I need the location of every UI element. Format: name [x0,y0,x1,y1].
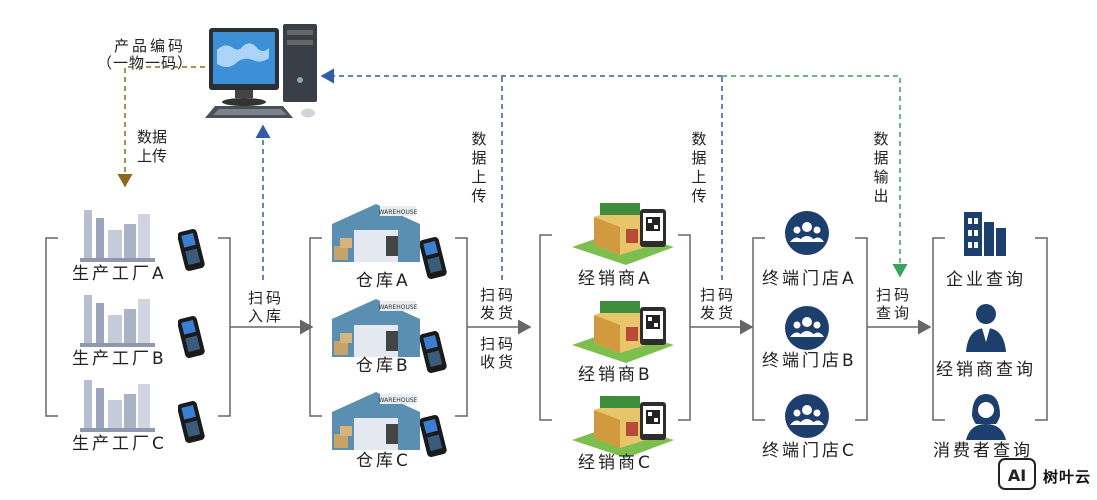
dealer-shop-icon [572,301,674,363]
scanner-icon [420,237,447,279]
factory-icon [80,380,155,432]
dealer-label-a: 经销商A [578,269,653,289]
factory-icon [80,295,155,347]
scan-ship2-label-1: 扫码 [700,286,737,304]
warehouse-sign: WAREHOUSE [379,304,418,311]
businessman-icon [966,304,1006,352]
woman-icon [966,394,1006,440]
query-label-consumer: 消费者查询 [933,441,1033,461]
query-bracket [932,237,1048,421]
warehouse-label-b: 仓库B [356,356,411,376]
scan-query-label-2: 查询 [876,304,913,322]
warehouse-icon: WAREHOUSE [332,204,420,262]
scanner-icon [178,316,205,358]
store-label-a: 终端门店A [762,269,857,289]
dealer-label-c: 经销商C [578,453,653,473]
computer-label-2: （一物一码） [97,54,194,72]
scan-receive-label-1: 扫码 [480,335,517,353]
warehouse-sign: WAREHOUSE [379,397,418,404]
store-label-b: 终端门店B [762,351,857,371]
scan-ship-label-2: 发货 [480,304,517,322]
scan-ship-label-1: 扫码 [480,286,517,304]
dealer-label-b: 经销商B [578,365,653,385]
warehouse-label-a: 仓库A [356,271,411,291]
factory-label-b: 生产工厂B [72,349,167,369]
group-icon [785,394,829,438]
store-label-c: 终端门店C [762,441,857,461]
scan-query-label-1: 扫码 [876,286,913,304]
scanner-icon [420,331,447,373]
upload-right-label: 数据上传 [691,130,707,205]
warehouse-sign: WAREHOUSE [379,209,418,216]
warehouse-c: WAREHOUSE [330,390,422,456]
factory-icon [80,210,155,262]
factory-label-a: 生产工厂A [72,264,167,284]
upload-mid-label: 数据上传 [471,130,487,205]
watermark-text: 树叶云 [1043,468,1092,486]
dealer-shop-icon [572,396,674,458]
watermark-badge: AI [1008,466,1026,485]
group-icon [785,211,829,255]
group-icon [785,306,829,350]
upload-left-label: 数据上传 [136,128,167,165]
factory-label-c: 生产工厂C [72,434,167,454]
scan-in-label-1: 扫码 [248,289,285,307]
warehouse-a: WAREHOUSE [330,202,422,268]
scan-receive-label-2: 收货 [480,353,517,371]
computer-icon [205,24,317,118]
scan-ship2-label-2: 发货 [700,304,737,322]
warehouse-icon: WAREHOUSE [332,299,420,357]
output-label: 数据输出 [873,130,889,205]
building-icon [964,212,1006,256]
query-label-dealer: 经销商查询 [936,360,1036,380]
warehouse-label-c: 仓库C [356,451,411,471]
warehouse-icon: WAREHOUSE [332,392,420,450]
dealer-shop-icon [572,203,674,265]
watermark-logo: AI [998,458,1036,490]
warehouse-b: WAREHOUSE [330,297,422,363]
scanner-icon [420,415,447,457]
computer-label-1: 产品编码 [114,37,187,55]
scanner-icon [178,229,205,271]
dashed-computer-to-factory [117,66,205,188]
scanner-icon [178,401,205,443]
store-bracket [752,237,868,421]
scan-in-label-2: 入库 [248,307,285,325]
query-label-enterprise: 企业查询 [946,270,1026,290]
